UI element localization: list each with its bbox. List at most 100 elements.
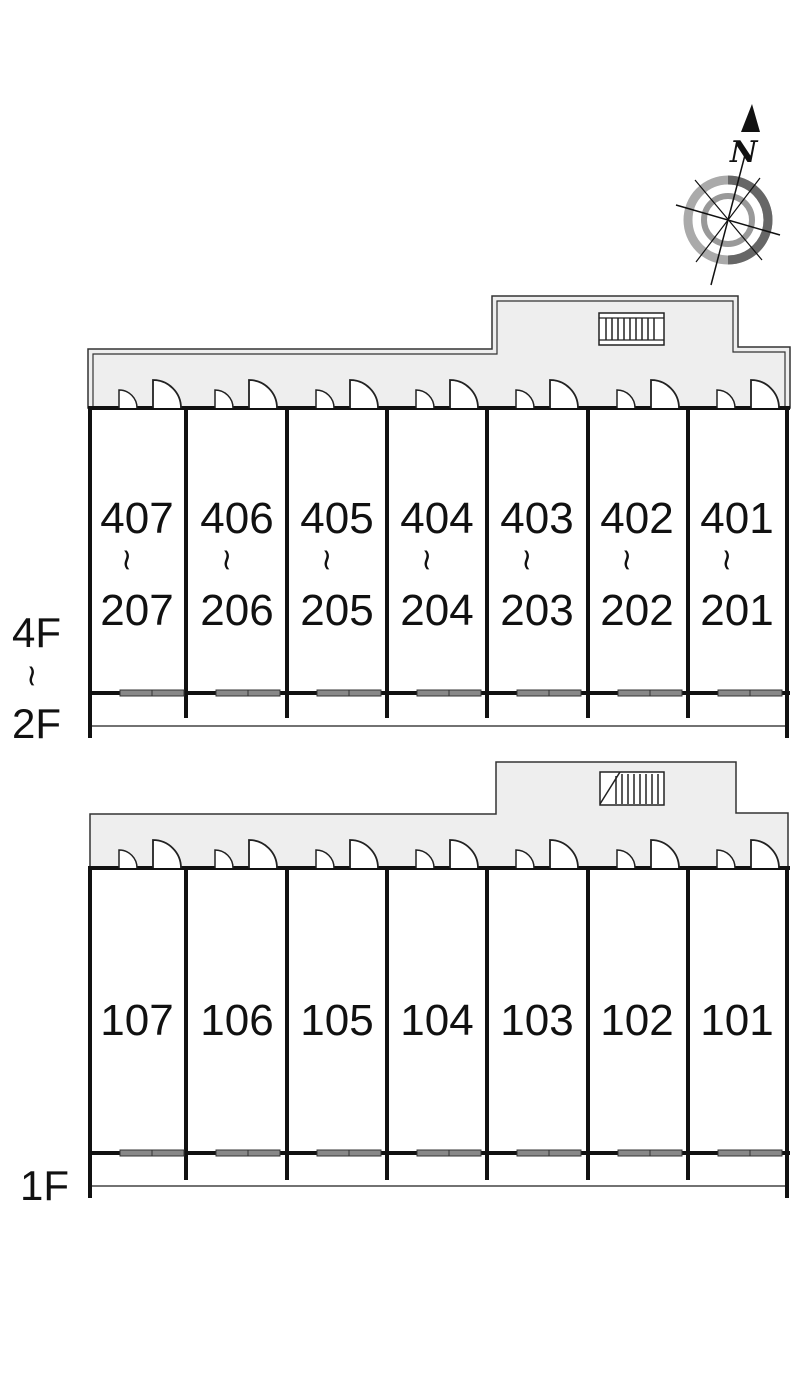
window <box>717 689 751 697</box>
unit-107: 107 <box>100 996 173 1045</box>
compass-rose-icon: N <box>675 104 781 286</box>
window <box>316 1149 350 1157</box>
utility-door-icon <box>315 389 335 409</box>
unit-103: 103 <box>500 996 573 1045</box>
utility-door-icon <box>515 849 535 869</box>
unit-405-205: 405 ~ 205 <box>300 494 373 635</box>
unit-number-bottom: 205 <box>300 586 373 635</box>
window <box>416 689 450 697</box>
unit-number-top: 407 <box>100 494 173 543</box>
entrance-door-icon <box>750 839 780 869</box>
unit-105: 105 <box>300 996 373 1045</box>
window <box>516 689 550 697</box>
floor-labels: 4F ~ 2F 1F <box>12 609 69 1209</box>
unit-number-bottom: 203 <box>500 586 573 635</box>
unit-number-bottom: 206 <box>200 586 273 635</box>
unit-104: 104 <box>400 996 473 1045</box>
window <box>717 1149 751 1157</box>
range-mark: ~ <box>709 547 744 572</box>
utility-door-icon <box>214 849 234 869</box>
upper-block-walls <box>88 379 790 738</box>
range-mark: ~ <box>609 547 644 572</box>
window <box>348 689 382 697</box>
window <box>151 1149 185 1157</box>
utility-door-icon <box>616 849 636 869</box>
window <box>617 1149 651 1157</box>
utility-door-icon <box>716 849 736 869</box>
range-mark: ~ <box>509 547 544 572</box>
range-mark: ~ <box>109 547 144 572</box>
unit-401-201: 401 ~ 201 <box>700 494 773 635</box>
north-label: N <box>729 135 759 170</box>
window <box>416 1149 450 1157</box>
unit-404-204: 404 ~ 204 <box>400 494 473 635</box>
window <box>215 689 249 697</box>
window <box>548 689 582 697</box>
window <box>448 1149 482 1157</box>
unit-number-top: 401 <box>700 494 773 543</box>
entrance-door-icon <box>549 379 579 409</box>
floor-range-mark: ~ <box>14 663 49 688</box>
unit-number-top: 405 <box>300 494 373 543</box>
unit-403-203: 403 ~ 203 <box>500 494 573 635</box>
upper-corridor <box>87 295 791 409</box>
window <box>247 1149 281 1157</box>
window <box>348 1149 382 1157</box>
unit-407-207: 407 ~ 207 <box>100 494 173 635</box>
unit-number-bottom: 207 <box>100 586 173 635</box>
unit-number-top: 404 <box>400 494 473 543</box>
upper-units: 407 ~ 207 406 ~ 206 405 ~ 205 404 ~ 204 … <box>100 494 773 635</box>
utility-door-icon <box>118 389 138 409</box>
window <box>749 1149 783 1157</box>
utility-door-icon <box>616 389 636 409</box>
window <box>617 689 651 697</box>
entrance-door-icon <box>549 839 579 869</box>
range-mark: ~ <box>209 547 244 572</box>
staircase-icon <box>599 771 665 806</box>
unit-101: 101 <box>700 996 773 1045</box>
window <box>448 689 482 697</box>
unit-number-top: 406 <box>200 494 273 543</box>
entrance-door-icon <box>248 379 278 409</box>
entrance-door-icon <box>449 839 479 869</box>
entrance-door-icon <box>650 839 680 869</box>
window <box>119 1149 153 1157</box>
unit-number-bottom: 202 <box>600 586 673 635</box>
window <box>316 689 350 697</box>
unit-406-206: 406 ~ 206 <box>200 494 273 635</box>
unit-number-top: 403 <box>500 494 573 543</box>
floor-label-2f: 2F <box>12 700 61 747</box>
lower-units: 107 106 105 104 103 102 101 <box>100 996 773 1045</box>
range-mark: ~ <box>409 547 444 572</box>
entrance-door-icon <box>152 839 182 869</box>
window <box>649 689 683 697</box>
entrance-door-icon <box>152 379 182 409</box>
lower-corridor <box>89 761 789 869</box>
window <box>516 1149 550 1157</box>
lower-block-walls <box>88 839 790 1198</box>
entrance-door-icon <box>349 379 379 409</box>
unit-number-top: 402 <box>600 494 673 543</box>
utility-door-icon <box>214 389 234 409</box>
entrance-door-icon <box>750 379 780 409</box>
utility-door-icon <box>118 849 138 869</box>
entrance-door-icon <box>248 839 278 869</box>
entrance-door-icon <box>449 379 479 409</box>
entrance-door-icon <box>650 379 680 409</box>
range-mark: ~ <box>309 547 344 572</box>
window <box>215 1149 249 1157</box>
unit-102: 102 <box>600 996 673 1045</box>
window <box>548 1149 582 1157</box>
window <box>119 689 153 697</box>
utility-door-icon <box>716 389 736 409</box>
floor-label-4f: 4F <box>12 609 61 656</box>
utility-door-icon <box>315 849 335 869</box>
window <box>151 689 185 697</box>
utility-door-icon <box>415 849 435 869</box>
unit-402-202: 402 ~ 202 <box>600 494 673 635</box>
unit-number-bottom: 204 <box>400 586 473 635</box>
entrance-door-icon <box>349 839 379 869</box>
floor-label-1f: 1F <box>20 1162 69 1209</box>
utility-door-icon <box>515 389 535 409</box>
